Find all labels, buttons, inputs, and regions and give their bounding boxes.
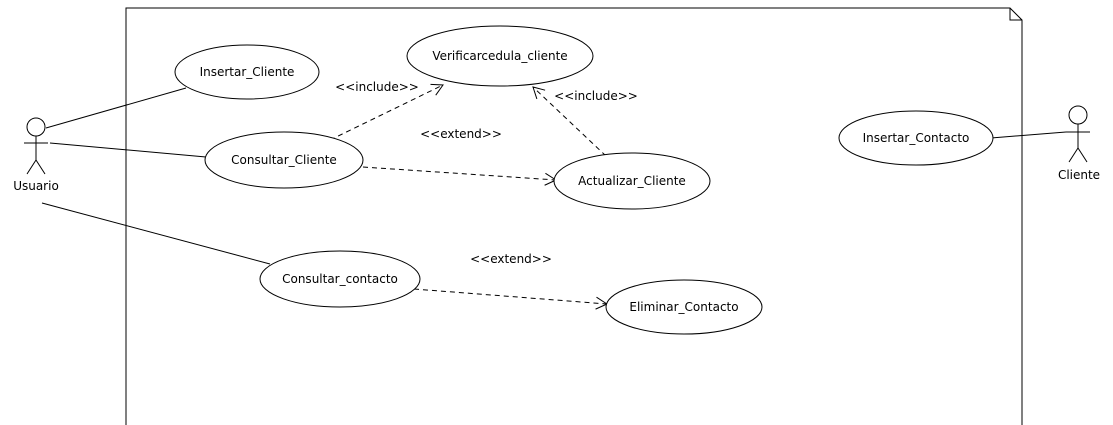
stereotype-include-label: <<include>> (335, 80, 419, 94)
stereotype-extend-label: <<extend>> (470, 252, 552, 266)
use-case-insertar-contacto[interactable]: Insertar_Contacto (838, 110, 994, 166)
actor-cliente[interactable]: Cliente (1058, 105, 1100, 182)
extend-consultar-actualizar-arrow (362, 166, 558, 186)
actor-usuario[interactable]: Usuario (13, 117, 59, 193)
use-case-verificarcedula-cliente[interactable]: Verificarcedula_cliente (406, 25, 594, 87)
actor-usuario-left-leg (26, 159, 37, 175)
use-case-label: Verificarcedula_cliente (432, 49, 567, 63)
association-usuario-consultar-cliente (49, 142, 207, 158)
actor-usuario-head (26, 117, 46, 137)
association-usuario-consultar-contacto (41, 202, 271, 265)
use-case-label: Insertar_Cliente (200, 65, 295, 79)
use-case-label: Consultar_Cliente (231, 153, 337, 167)
actor-usuario-right-leg (35, 159, 46, 175)
association-usuario-insertar-cliente (45, 87, 187, 129)
use-case-actualizar-cliente[interactable]: Actualizar_Cliente (553, 152, 711, 210)
use-case-consultar-contacto[interactable]: Consultar_contacto (259, 250, 421, 308)
use-case-consultar-cliente[interactable]: Consultar_Cliente (204, 131, 364, 189)
actor-cliente-head (1068, 105, 1088, 125)
use-case-eliminar-contacto[interactable]: Eliminar_Contacto (605, 279, 763, 335)
use-case-label: Eliminar_Contacto (629, 300, 738, 314)
use-case-label: Actualizar_Cliente (578, 174, 686, 188)
system-boundary (125, 7, 1023, 425)
actor-cliente-left-leg (1068, 147, 1079, 163)
association-cliente-insertar-contacto (990, 131, 1067, 139)
include-consultar-verificar-arrow (329, 83, 444, 141)
include-actualizar-verificar-arrow (532, 86, 607, 157)
use-case-label: Insertar_Contacto (863, 131, 970, 145)
use-case-insertar-cliente[interactable]: Insertar_Cliente (174, 44, 320, 100)
actor-usuario-label: Usuario (13, 179, 59, 193)
stereotype-include-label: <<include>> (554, 89, 638, 103)
actor-cliente-right-leg (1077, 147, 1088, 163)
use-case-label: Consultar_contacto (282, 272, 398, 286)
extend-consultar-contacto-eliminar-arrow (413, 288, 609, 310)
stereotype-extend-label: <<extend>> (420, 127, 502, 141)
actor-cliente-label: Cliente (1058, 168, 1100, 182)
